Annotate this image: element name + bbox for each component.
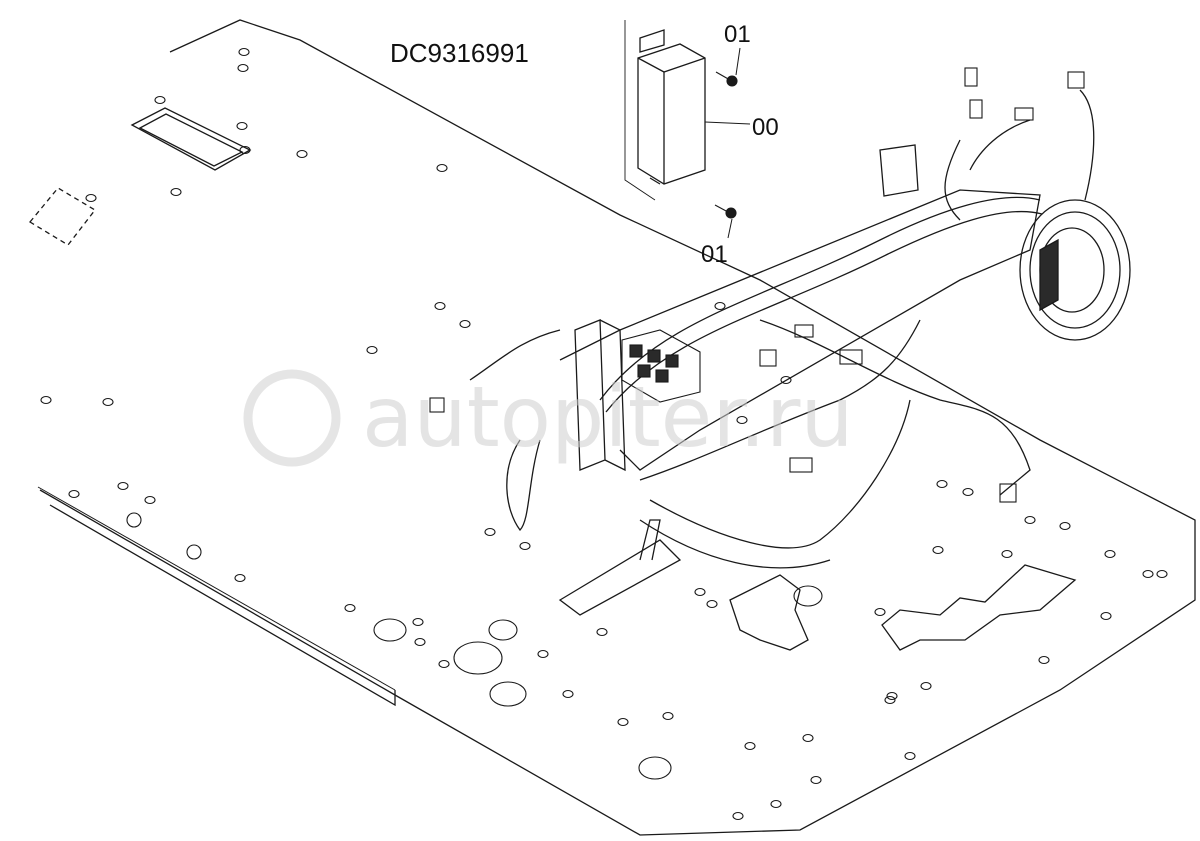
diagram-code: DC9316991: [390, 38, 529, 68]
connectors: [429, 67, 1085, 503]
screw-top: [715, 71, 738, 87]
screw-bottom: [714, 204, 737, 219]
relay-block: [621, 329, 701, 403]
support-frame: [559, 144, 1041, 472]
wiring-harness: [469, 89, 1095, 616]
watermark: autopiter.ru: [243, 368, 854, 467]
mounting-holes: [40, 47, 1168, 821]
callout-00: 00: [752, 114, 779, 141]
control-unit: [624, 20, 706, 201]
floor-plate: [29, 19, 1196, 836]
blower-unit: [1019, 199, 1131, 341]
callout-01-bottom: 01: [701, 241, 728, 268]
callout-01-top: 01: [724, 21, 751, 48]
leader-lines: [704, 47, 751, 239]
watermark-text: autopiter.ru: [362, 368, 854, 466]
